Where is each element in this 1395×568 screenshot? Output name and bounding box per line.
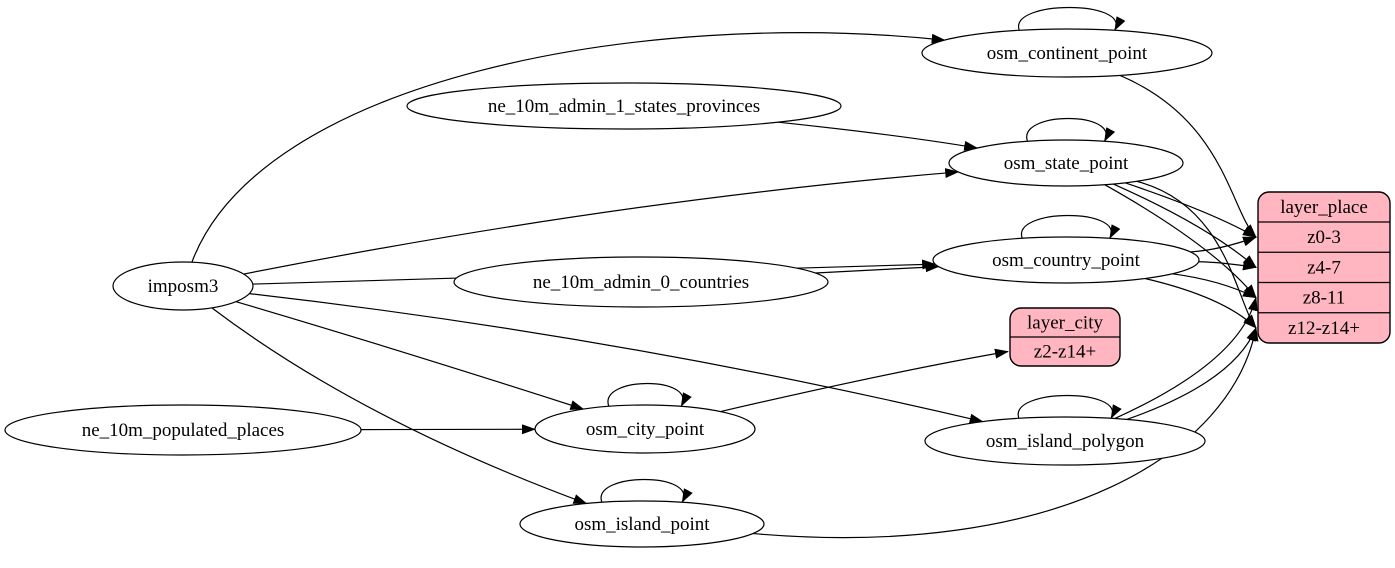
node-ellipse-osm_island_point bbox=[519, 500, 765, 548]
node-label-imposm3: imposm3 bbox=[148, 276, 219, 297]
table-node-osm_island_polygon: osm_island_polygon bbox=[924, 416, 1206, 466]
node-ellipse-ne_10m_admin_0_countries bbox=[453, 256, 829, 308]
edge-osm_state_point-to-layer_place-z0-3 bbox=[1124, 182, 1257, 238]
table-node-osm_country_point: osm_country_point bbox=[932, 236, 1200, 284]
table-node-osm_state_point: osm_state_point bbox=[948, 139, 1184, 187]
layer-record-layer_city: layer_city z2-z14+ bbox=[1009, 307, 1121, 367]
node-ellipse-ne_10m_populated_places bbox=[4, 404, 362, 456]
edge-osm_country_point-to-layer_place-z0-3 bbox=[1190, 236, 1257, 253]
table-node-osm_city_point: osm_city_point bbox=[534, 404, 756, 454]
node-ellipse-imposm3 bbox=[112, 261, 254, 311]
edge-osm_island_polygon-to-layer_place-z8-11 bbox=[1114, 296, 1258, 420]
edge-osm_country_point-to-layer_place-z8-11 bbox=[1172, 273, 1257, 299]
edge-self-osm_state_point bbox=[1026, 118, 1116, 142]
edges-layer bbox=[191, 6, 1259, 539]
record-row-layer_place-2: z8-11 bbox=[1303, 288, 1346, 309]
record-title-layer_city: layer_city bbox=[1027, 313, 1103, 334]
edge-self-osm_island_point bbox=[600, 478, 693, 503]
table-node-ne_10m_admin_1_states_provinces: ne_10m_admin_1_states_provinces bbox=[406, 82, 842, 130]
record-row-layer_place-0: z0-3 bbox=[1307, 227, 1341, 248]
table-node-imposm3: imposm3 bbox=[112, 261, 254, 311]
node-label-ne_10m_admin_0_countries: ne_10m_admin_0_countries bbox=[533, 272, 749, 293]
edge-osm_country_point-to-layer_place-z4-7 bbox=[1198, 260, 1257, 271]
edge-self-osm_continent_point bbox=[1018, 6, 1126, 31]
node-ellipse-osm_state_point bbox=[948, 139, 1184, 187]
edge-ne_10m_admin_1_states_provinces-to-osm_state_point bbox=[778, 121, 979, 151]
node-label-osm_island_polygon: osm_island_polygon bbox=[986, 431, 1145, 452]
edge-self-osm_city_point bbox=[607, 383, 692, 407]
table-node-osm_island_point: osm_island_point bbox=[519, 500, 765, 548]
edge-osm_city_point-to-layer_city-z2-z14+ bbox=[720, 348, 1009, 413]
record-row-layer_city-0: z2-z14+ bbox=[1034, 342, 1096, 363]
edge-osm_continent_point-to-layer_place-z0-3 bbox=[1119, 74, 1257, 238]
edge-osm_island_polygon-to-layer_place-z12-z14+ bbox=[1126, 326, 1257, 421]
node-ellipse-ne_10m_admin_1_states_provinces bbox=[406, 82, 842, 130]
edge-imposm3-to-osm_island_polygon bbox=[249, 293, 984, 424]
node-ellipse-osm_country_point bbox=[932, 236, 1200, 284]
table-node-osm_continent_point: osm_continent_point bbox=[921, 28, 1213, 78]
node-label-ne_10m_admin_1_states_provinces: ne_10m_admin_1_states_provinces bbox=[488, 96, 760, 117]
edge-imposm3-to-osm_continent_point bbox=[191, 32, 946, 263]
node-label-osm_city_point: osm_city_point bbox=[586, 419, 705, 440]
table-node-ne_10m_populated_places: ne_10m_populated_places bbox=[4, 404, 362, 456]
node-label-ne_10m_populated_places: ne_10m_populated_places bbox=[82, 420, 285, 441]
edge-imposm3-to-osm_island_point bbox=[211, 307, 588, 505]
node-label-osm_state_point: osm_state_point bbox=[1004, 153, 1129, 174]
edge-imposm3-to-osm_state_point bbox=[243, 168, 960, 275]
edge-self-osm_country_point bbox=[1021, 214, 1121, 239]
layer-record-layer_place: layer_place z0-3 z4-7 z8-11 z12-z14+ bbox=[1257, 191, 1391, 344]
node-label-osm_island_point: osm_island_point bbox=[574, 514, 710, 535]
node-label-osm_continent_point: osm_continent_point bbox=[987, 43, 1148, 64]
edge-osm_state_point-to-layer_place-z4-7 bbox=[1113, 183, 1257, 269]
record-row-layer_place-1: z4-7 bbox=[1307, 257, 1341, 278]
edge-osm_state_point-to-layer_place-z8-11 bbox=[1104, 184, 1257, 299]
edge-self-osm_island_polygon bbox=[1017, 394, 1122, 419]
node-ellipse-osm_island_polygon bbox=[924, 416, 1206, 466]
edge-ne_10m_admin_0_countries-to-osm_country_point bbox=[815, 262, 940, 274]
record-row-layer_place-3: z12-z14+ bbox=[1288, 318, 1360, 339]
table-node-ne_10m_admin_0_countries: ne_10m_admin_0_countries bbox=[453, 256, 829, 308]
node-label-osm_country_point: osm_country_point bbox=[992, 250, 1140, 271]
edge-osm_island_point-to-layer_place-z12-z14+ bbox=[752, 326, 1259, 539]
edge-osm_country_point-to-layer_place-z12-z14+ bbox=[1144, 277, 1257, 329]
edge-imposm3-to-osm_city_point bbox=[235, 301, 585, 410]
node-ellipse-osm_city_point bbox=[534, 404, 756, 454]
node-ellipse-osm_continent_point bbox=[921, 28, 1213, 78]
record-box-layer_place bbox=[1257, 191, 1391, 344]
record-title-layer_place: layer_place bbox=[1280, 197, 1368, 218]
